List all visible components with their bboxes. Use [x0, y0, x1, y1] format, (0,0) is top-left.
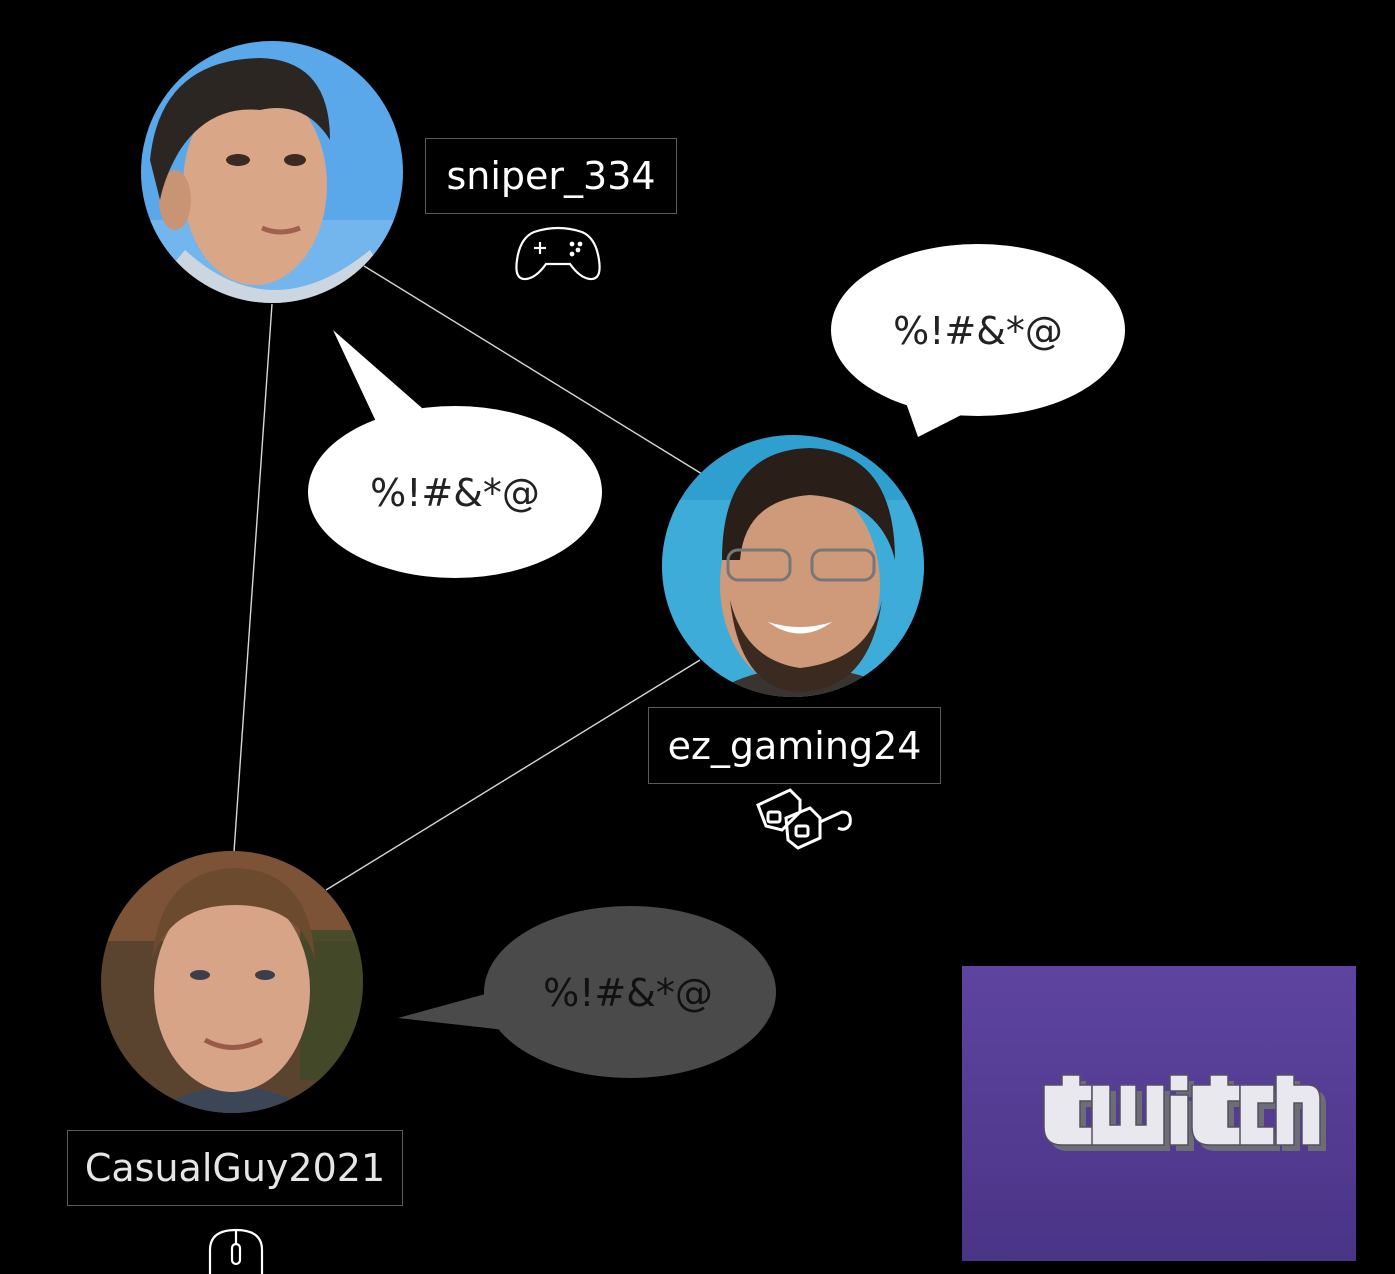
avatar-eye: [190, 970, 210, 980]
gamepad-icon: [515, 226, 601, 281]
avatar-face: [154, 888, 310, 1092]
username-label-ez: ez_gaming24: [648, 707, 941, 784]
avatar-ez[interactable]: [662, 435, 924, 700]
avatar-hair: [152, 868, 315, 960]
avatar-glasses: [726, 548, 792, 582]
bubble-text: %!#&*@: [543, 971, 713, 1015]
avatar-eye: [284, 154, 306, 166]
avatar-casual[interactable]: [101, 851, 370, 1113]
avatar-glasses: [810, 548, 876, 582]
bubble-text: %!#&*@: [370, 471, 540, 515]
bubble-body: [484, 906, 776, 1078]
bubble-tail: [333, 330, 422, 430]
twitch-logo: [1043, 1074, 1326, 1151]
avatar-beard: [730, 600, 882, 692]
connector-sniper-ez: [363, 265, 703, 475]
avatar-mouth: [260, 225, 301, 235]
speech-bubble-1: %!#&*@: [308, 330, 602, 578]
bubble-body: [831, 244, 1125, 416]
connector-ez-casual: [325, 659, 701, 891]
avatar-hair: [722, 448, 895, 560]
avatar-ear: [159, 170, 191, 230]
username-text: ez_gaming24: [667, 723, 922, 768]
username-text: CasualGuy2021: [84, 1146, 386, 1190]
avatar-smile: [768, 622, 832, 634]
mouse-icon: [208, 1228, 264, 1274]
avatar-sniper[interactable]: [141, 41, 403, 310]
speech-bubble-3: %!#&*@: [398, 906, 776, 1078]
3d-glasses-icon: [756, 788, 852, 850]
bubble-tail: [398, 990, 505, 1030]
bubble-body: [308, 406, 602, 578]
avatar-face: [720, 480, 880, 690]
bubble-text: %!#&*@: [893, 309, 1063, 353]
username-label-casual: CasualGuy2021: [67, 1130, 403, 1206]
avatar-face: [183, 85, 327, 285]
connectors: [233, 265, 703, 891]
avatar-mouth: [203, 1037, 264, 1050]
connector-sniper-casual: [233, 303, 273, 853]
avatar-hair: [150, 58, 330, 200]
avatar-eye: [255, 970, 275, 980]
avatar-eye: [226, 154, 250, 166]
twitch-logo-tile: [962, 966, 1356, 1261]
username-label-sniper: sniper_334: [425, 138, 677, 214]
username-text: sniper_334: [446, 154, 656, 198]
avatar-background-plants: [300, 930, 363, 1080]
speech-bubble-2: %!#&*@: [831, 244, 1125, 437]
